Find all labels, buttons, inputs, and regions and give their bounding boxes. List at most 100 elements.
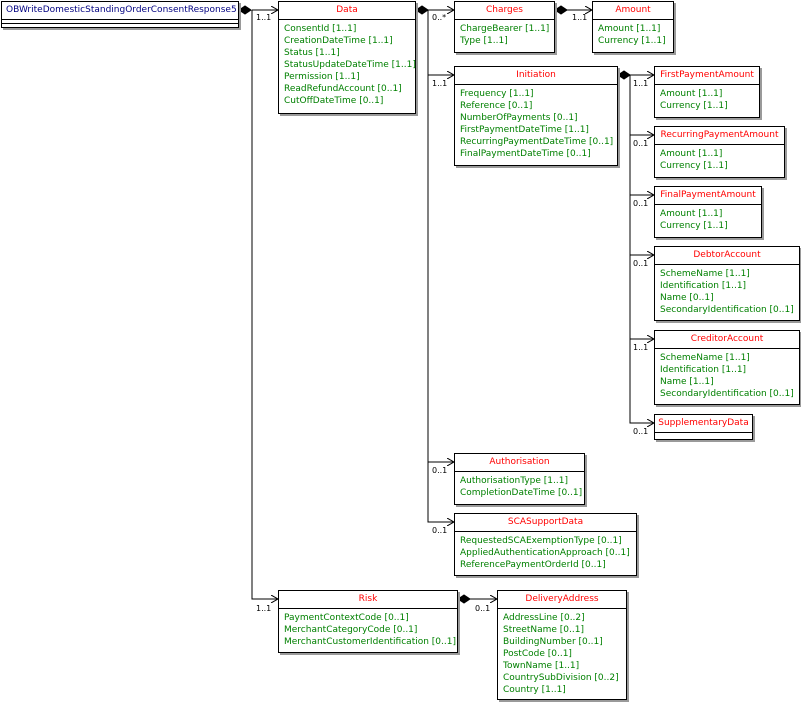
creditor-account-class-box[interactable]: CreditorAccount SchemeName [1..1] Identi… (654, 330, 800, 405)
sca-support-data-attr: RequestedSCAExemptionType [0..1] (460, 536, 622, 546)
data-composition-diamond (415, 5, 429, 15)
multiplicity-initiation-supplementary: 0..1 (633, 427, 649, 436)
supplementary-data-class-box[interactable]: SupplementaryData (654, 414, 753, 440)
data-class-name: Data (279, 2, 415, 20)
authorisation-attr: CompletionDateTime [0..1] (460, 488, 583, 498)
recurring-payment-amount-attr: Currency [1..1] (660, 161, 728, 171)
authorisation-class-name: Authorisation (455, 454, 584, 472)
delivery-address-attr: Country [1..1] (503, 685, 566, 695)
multiplicity-risk-delivery: 0..1 (475, 604, 491, 613)
delivery-address-attr: PostCode [0..1] (503, 649, 572, 659)
data-attr: ReadRefundAccount [0..1] (284, 84, 402, 94)
root-composition-diamond (238, 5, 252, 15)
initiation-attr: Reference [0..1] (460, 101, 533, 111)
final-payment-amount-attr: Amount [1..1] (660, 209, 723, 219)
multiplicity-initiation-final: 0..1 (633, 199, 649, 208)
initiation-class-box[interactable]: Initiation Frequency [1..1] Reference [0… (454, 66, 618, 166)
charges-class-box[interactable]: Charges ChargeBearer [1..1] Type [1..1] (454, 1, 555, 53)
creditor-account-attr: SchemeName [1..1] (660, 353, 750, 363)
recurring-payment-amount-class-name: RecurringPaymentAmount (655, 127, 784, 145)
supplementary-data-class-name: SupplementaryData (655, 415, 752, 433)
root-class-box[interactable]: OBWriteDomesticStandingOrderConsentRespo… (1, 1, 239, 28)
authorisation-attr: AuthorisationType [1..1] (460, 476, 568, 486)
delivery-address-attr: CountrySubDivision [0..2] (503, 673, 619, 683)
sca-support-data-attr: AppliedAuthenticationApproach [0..1] (460, 548, 630, 558)
data-attr: CreationDateTime [1..1] (284, 36, 393, 46)
amount-attr: Currency [1..1] (598, 36, 666, 46)
sca-support-data-class-box[interactable]: SCASupportData RequestedSCAExemptionType… (454, 513, 637, 576)
data-attr: Permission [1..1] (284, 72, 360, 82)
initiation-composition-diamond (617, 70, 631, 80)
delivery-address-class-box[interactable]: DeliveryAddress AddressLine [0..2] Stree… (497, 590, 627, 700)
delivery-address-attr: TownName [1..1] (503, 661, 580, 671)
delivery-address-attr: AddressLine [0..2] (503, 613, 585, 623)
amount-attr: Amount [1..1] (598, 24, 661, 34)
first-payment-amount-attr: Amount [1..1] (660, 89, 723, 99)
amount-class-name: Amount (593, 2, 673, 20)
multiplicity-initiation-creditor: 1..1 (633, 343, 649, 352)
recurring-payment-amount-class-box[interactable]: RecurringPaymentAmount Amount [1..1] Cur… (654, 126, 785, 178)
data-class-box[interactable]: Data ConsentId [1..1] CreationDateTime [… (278, 1, 416, 114)
initiation-attr: RecurringPaymentDateTime [0..1] (460, 137, 614, 147)
root-class-divider (2, 20, 238, 24)
debtor-account-attr: SchemeName [1..1] (660, 269, 750, 279)
debtor-account-class-box[interactable]: DebtorAccount SchemeName [1..1] Identifi… (654, 246, 800, 321)
multiplicity-data-charges: 0..* (432, 13, 447, 22)
debtor-account-class-name: DebtorAccount (655, 247, 799, 265)
sca-support-data-attr: ReferencePaymentOrderId [0..1] (460, 560, 606, 570)
multiplicity-initiation-first: 1..1 (633, 79, 649, 88)
risk-attr: PaymentContextCode [0..1] (284, 613, 409, 623)
delivery-address-attr: StreetName [0..1] (503, 625, 584, 635)
final-payment-amount-class-box[interactable]: FinalPaymentAmount Amount [1..1] Currenc… (654, 186, 762, 238)
charges-attr: ChargeBearer [1..1] (460, 24, 550, 34)
risk-composition-diamond (457, 594, 471, 604)
multiplicity-root-data: 1..1 (256, 13, 272, 22)
amount-class-box[interactable]: Amount Amount [1..1] Currency [1..1] (592, 1, 674, 53)
multiplicity-charges-amount: 1..1 (572, 13, 588, 22)
risk-attr: MerchantCustomerIdentification [0..1] (284, 637, 456, 647)
multiplicity-data-initiation: 1..1 (432, 79, 448, 88)
charges-class-name: Charges (455, 2, 554, 20)
final-payment-amount-attr: Currency [1..1] (660, 221, 728, 231)
data-attr: CutOffDateTime [0..1] (284, 96, 384, 106)
creditor-account-attr: Identification [1..1] (660, 365, 747, 375)
data-sca-connector (427, 462, 454, 522)
delivery-address-class-name: DeliveryAddress (498, 591, 626, 609)
creditor-account-attr: Name [1..1] (660, 377, 714, 387)
first-payment-amount-attr: Currency [1..1] (660, 101, 728, 111)
delivery-address-attr: BuildingNumber [0..1] (503, 637, 603, 647)
first-payment-amount-class-box[interactable]: FirstPaymentAmount Amount [1..1] Currenc… (654, 66, 760, 118)
debtor-account-attr: Name [0..1] (660, 293, 714, 303)
multiplicity-initiation-debtor: 0..1 (633, 259, 649, 268)
multiplicity-initiation-recurring: 0..1 (633, 139, 649, 148)
multiplicity-data-authorisation: 0..1 (432, 466, 448, 475)
creditor-account-class-name: CreditorAccount (655, 331, 799, 349)
multiplicity-root-risk: 1..1 (256, 604, 272, 613)
data-attr: Status [1..1] (284, 48, 340, 58)
initiation-class-name: Initiation (455, 67, 617, 85)
multiplicity-data-sca: 0..1 (432, 526, 448, 535)
charges-composition-diamond (554, 5, 568, 15)
data-attr: ConsentId [1..1] (284, 24, 357, 34)
creditor-account-attr: SecondaryIdentification [0..1] (660, 389, 794, 399)
debtor-account-attr: Identification [1..1] (660, 281, 747, 291)
initiation-attr: FinalPaymentDateTime [0..1] (460, 149, 591, 159)
initiation-supplementary-connector (629, 339, 654, 423)
data-authorisation-connector (427, 75, 454, 462)
charges-attr: Type [1..1] (460, 36, 508, 46)
initiation-attr: NumberOfPayments [0..1] (460, 113, 578, 123)
recurring-payment-amount-attr: Amount [1..1] (660, 149, 723, 159)
root-risk-connector (251, 10, 278, 599)
initiation-attr: Frequency [1..1] (460, 89, 534, 99)
risk-attr: MerchantCategoryCode [0..1] (284, 625, 418, 635)
risk-class-name: Risk (279, 591, 457, 609)
final-payment-amount-class-name: FinalPaymentAmount (655, 187, 761, 205)
first-payment-amount-class-name: FirstPaymentAmount (655, 67, 759, 85)
authorisation-class-box[interactable]: Authorisation AuthorisationType [1..1] C… (454, 453, 585, 505)
data-attr: StatusUpdateDateTime [1..1] (284, 60, 416, 70)
sca-support-data-class-name: SCASupportData (455, 514, 636, 532)
risk-class-box[interactable]: Risk PaymentContextCode [0..1] MerchantC… (278, 590, 458, 653)
initiation-attr: FirstPaymentDateTime [1..1] (460, 125, 589, 135)
root-class-name: OBWriteDomesticStandingOrderConsentRespo… (2, 2, 238, 20)
